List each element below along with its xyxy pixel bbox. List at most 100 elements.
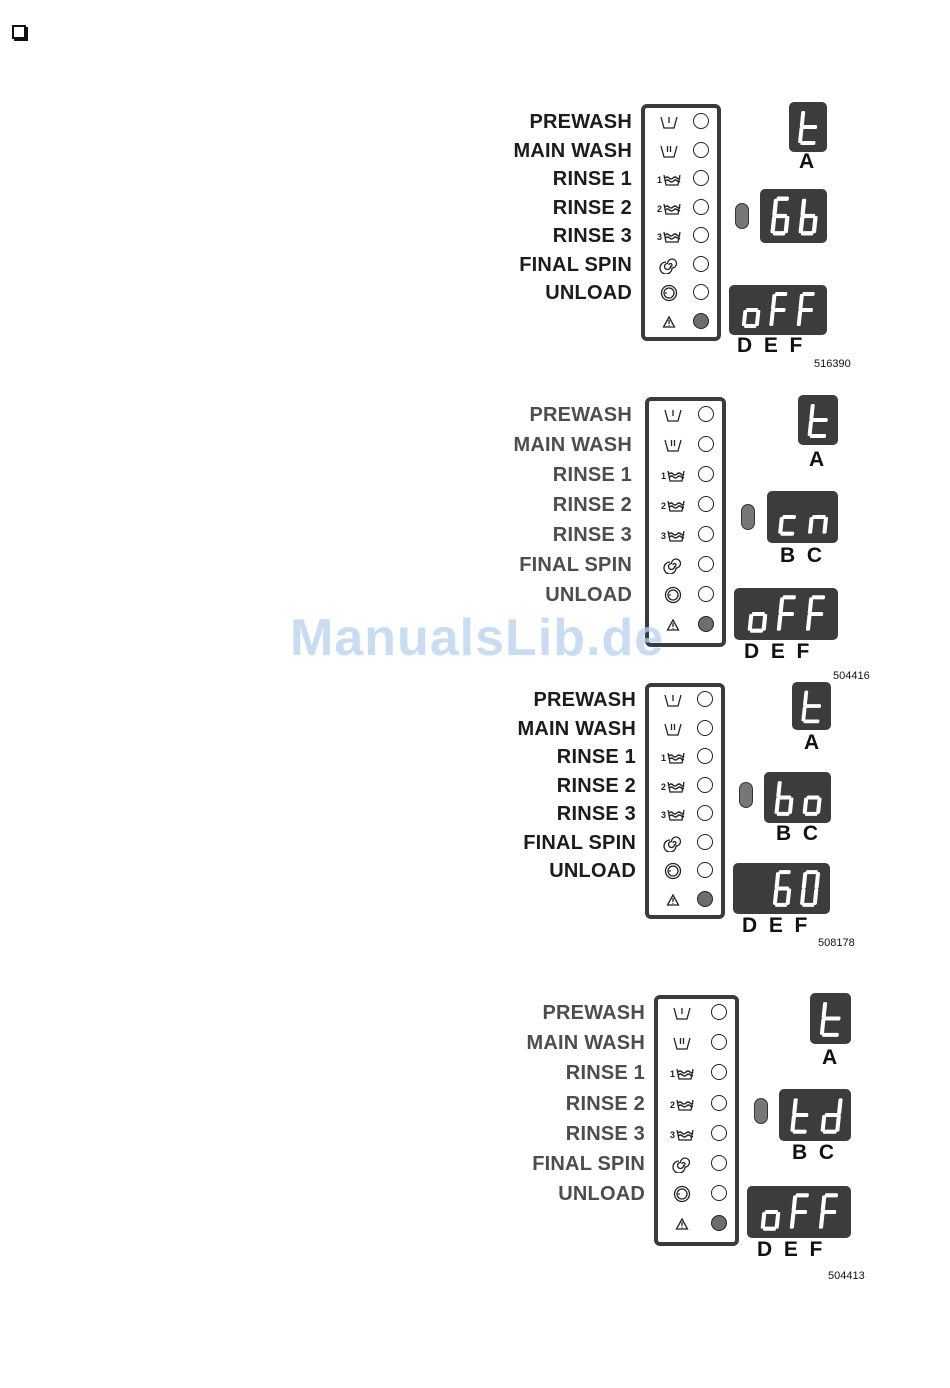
program-label: FINAL SPIN: [519, 253, 632, 276]
rinse-2-icon: 2: [661, 496, 685, 514]
digit-o: [802, 795, 822, 816]
display-a-letter: A: [822, 1046, 838, 1069]
led-off-icon: [697, 862, 713, 878]
prewash-icon: [661, 406, 685, 424]
display-def: [747, 1186, 851, 1238]
led-off-icon: [711, 1185, 727, 1202]
led-off-icon: [693, 170, 709, 186]
display-def: [729, 285, 827, 335]
display-def-letters: D E F: [737, 334, 803, 357]
led-off-icon: [693, 113, 709, 129]
panel-row: 1: [649, 465, 722, 485]
digit-F: [789, 1193, 809, 1229]
panel-row: 2: [649, 495, 722, 515]
panel-row: [649, 833, 721, 853]
panel-row: [658, 1214, 735, 1234]
program-label: RINSE 2: [556, 774, 636, 797]
indicator-light-icon: [754, 1098, 768, 1124]
main-wash-icon: [670, 1034, 694, 1052]
panel-row: 1: [658, 1063, 735, 1083]
digit-c: [778, 514, 796, 536]
panel-row: 1: [649, 747, 721, 767]
rinse-3-icon: 3: [657, 227, 681, 245]
program-label: RINSE 1: [552, 464, 632, 486]
main-wash-icon: [661, 720, 685, 738]
final-spin-icon: [657, 256, 681, 275]
program-label: RINSE 2: [552, 494, 632, 516]
led-off-icon: [697, 805, 713, 821]
display-bc: [760, 189, 827, 243]
panel-row: 1: [645, 169, 717, 189]
digit-t: [790, 1098, 809, 1134]
panel-row: [649, 861, 721, 881]
panel-row: [649, 405, 722, 425]
display-bc: [764, 772, 831, 823]
indicator-light-icon: [741, 504, 755, 530]
led-off-icon: [711, 1064, 727, 1081]
final-spin-icon: [661, 834, 685, 853]
led-off-icon: [697, 833, 713, 850]
panel-row: [645, 312, 717, 332]
display-a: [789, 102, 827, 152]
digit-6: [772, 870, 792, 907]
display-def: [734, 588, 838, 640]
indicator-light-icon: [735, 203, 749, 229]
program-label: PREWASH: [529, 111, 632, 133]
rinse-1-icon: 1: [670, 1064, 694, 1082]
rinse-3-icon: 3: [661, 526, 685, 544]
led-off-icon: [697, 776, 713, 793]
led-off-icon: [711, 1155, 727, 1171]
display-a-letter: A: [799, 150, 815, 173]
figure-reference-number: 504416: [833, 670, 870, 682]
seven-segment-digits: [807, 403, 828, 439]
svg-text:3: 3: [657, 232, 662, 242]
main-wash-icon: [657, 142, 681, 160]
svg-text:2: 2: [661, 782, 666, 792]
indicator-panel: 1 2 3: [645, 397, 726, 647]
svg-text:3: 3: [661, 810, 666, 820]
program-label: RINSE 3: [552, 524, 632, 546]
svg-text:1: 1: [661, 753, 666, 763]
warning-icon: [657, 313, 681, 331]
program-label: PREWASH: [529, 404, 632, 426]
seven-segment-digits: [778, 514, 829, 536]
unload-icon: [657, 284, 681, 302]
program-label: RINSE 3: [552, 225, 632, 247]
led-off-icon: [693, 141, 709, 158]
program-label: RINSE 1: [556, 746, 636, 768]
svg-text:1: 1: [657, 175, 662, 185]
digit-o: [741, 308, 761, 329]
program-label: RINSE 1: [565, 1062, 645, 1085]
program-label: UNLOAD: [545, 282, 632, 304]
rinse-3-icon: 3: [670, 1125, 694, 1143]
led-off-icon: [697, 719, 713, 736]
indicator-light-icon: [739, 782, 753, 808]
program-label: FINAL SPIN: [523, 831, 636, 854]
panel-row: [658, 1154, 735, 1174]
panel-row: [645, 283, 717, 303]
final-spin-icon: [670, 1155, 694, 1174]
led-off-icon: [698, 526, 714, 542]
warning-icon: [661, 891, 685, 909]
rinse-1-icon: 1: [661, 748, 685, 766]
program-label: RINSE 3: [556, 803, 636, 825]
led-off-icon: [698, 496, 714, 512]
program-label: MAIN WASH: [517, 717, 636, 740]
rinse-2-icon: 2: [657, 199, 681, 217]
digit-o: [747, 611, 768, 633]
panel-row: [649, 719, 721, 739]
led-lit-icon: [693, 312, 709, 329]
seven-segment-digits: [801, 690, 822, 724]
digit-t: [807, 403, 828, 439]
program-label: UNLOAD: [545, 584, 632, 606]
seven-segment-digits: [760, 1193, 838, 1231]
main-wash-icon: [661, 436, 685, 454]
led-lit-icon: [698, 616, 714, 632]
watermark: ManualsLib.de: [290, 609, 665, 667]
program-label: MAIN WASH: [513, 434, 632, 456]
rinse-3-icon: 3: [661, 805, 685, 823]
led-off-icon: [698, 556, 714, 572]
digit-n: [808, 514, 829, 534]
program-label: FINAL SPIN: [532, 1153, 645, 1175]
